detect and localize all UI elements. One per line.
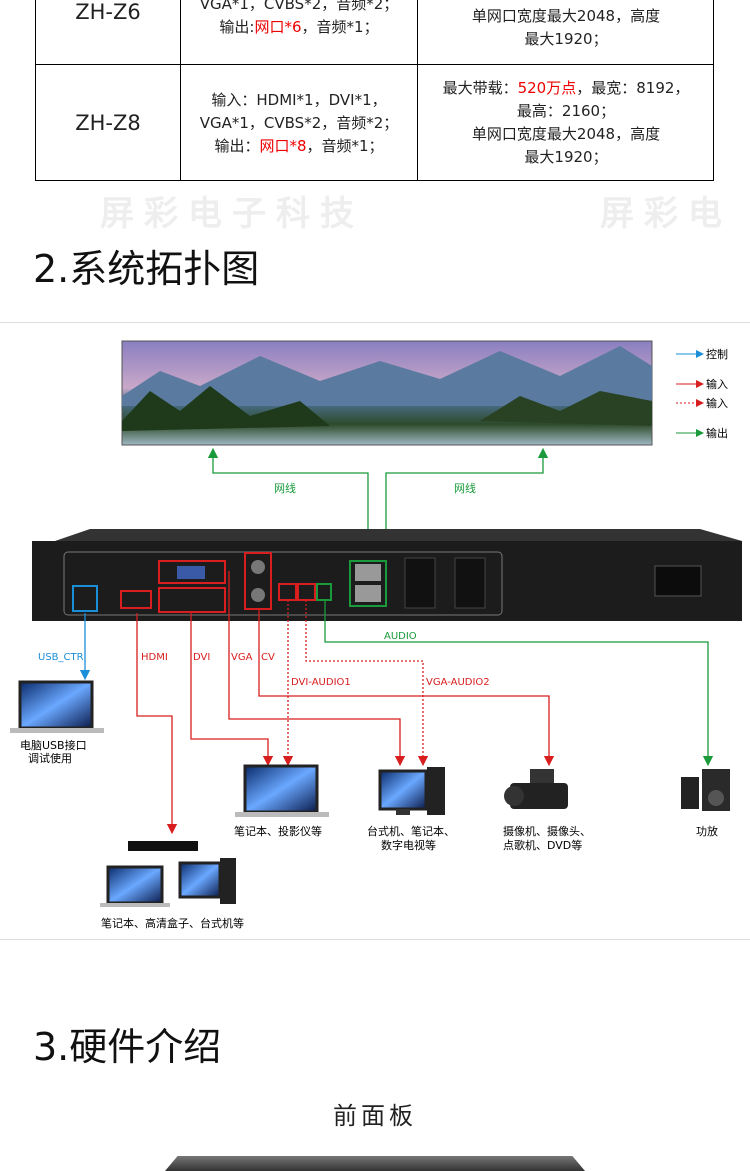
io-output-line: 输出:网口*6，音频*1；	[219, 18, 379, 36]
spec-cell: 单网口宽度最大2048，高度 最大1920；	[418, 5, 714, 61]
net-cables	[207, 447, 549, 561]
speaker-icon	[681, 769, 730, 811]
section-title: 2.系统拓扑图	[33, 247, 260, 291]
svg-text:AUDIO: AUDIO	[384, 631, 417, 642]
topology-diagram: 控制 输入 输入 输出 网线 网线	[0, 322, 750, 940]
io-output-line: 输出：网口*8，音频*1；	[214, 136, 384, 155]
spec-line: 最大1920；	[524, 30, 608, 48]
svg-text:笔记本、投影仪等: 笔记本、投影仪等	[234, 824, 322, 838]
camera-icon	[504, 769, 568, 809]
svg-text:功放: 功放	[696, 824, 718, 838]
svg-text:点歌机、DVD等: 点歌机、DVD等	[503, 838, 582, 852]
io-cell: VGA*1，CVBS*2，音频*2； 输出:网口*6，音频*1；	[181, 0, 417, 63]
front-panel-image	[165, 1156, 585, 1171]
spec-line: 最大1920；	[524, 148, 608, 166]
io-cell: 输入：HDMI*1，DVI*1， VGA*1，CVBS*2，音频*2； 输出：网…	[181, 65, 417, 181]
svg-text:VGA-AUDIO2: VGA-AUDIO2	[426, 677, 490, 688]
io-line: VGA*1，CVBS*2，音频*2；	[199, 113, 399, 132]
svg-text:DVI: DVI	[193, 652, 210, 663]
spec-line: 最高：2160；	[516, 102, 616, 120]
model-cell: ZH-Z8	[75, 110, 141, 135]
svg-text:网线: 网线	[274, 481, 296, 495]
legend: 控制 输入 输入 输出	[676, 347, 728, 440]
svg-text:DVI-AUDIO1: DVI-AUDIO1	[291, 677, 351, 688]
svg-text:输出: 输出	[706, 426, 728, 440]
laptop-usb-icon	[10, 680, 104, 733]
controller-device	[32, 529, 742, 621]
svg-text:笔记本、高清盒子、台式机等: 笔记本、高清盒子、台式机等	[101, 916, 244, 930]
svg-text:电脑USB接口: 电脑USB接口	[20, 739, 87, 752]
svg-text:调试使用: 调试使用	[28, 752, 72, 765]
svg-text:HDMI: HDMI	[141, 652, 168, 663]
led-screen-image	[121, 340, 653, 446]
svg-text:输入: 输入	[706, 377, 728, 391]
svg-text:摄像机、摄像头、: 摄像机、摄像头、	[503, 824, 591, 838]
svg-text:VGA: VGA	[231, 652, 253, 663]
io-line: 输入：HDMI*1，DVI*1，	[211, 90, 387, 109]
svg-text:USB_CTR: USB_CTR	[38, 652, 84, 663]
front-panel-caption: 前面板	[333, 1102, 417, 1130]
section-title: 3.硬件介绍	[33, 1025, 222, 1069]
spec-line: 单网口宽度最大2048，高度	[471, 7, 661, 25]
model-cell: ZH-Z6	[75, 0, 141, 24]
spec-cell: 最大带载：520万点，最宽：8192， 最高：2160； 单网口宽度最大2048…	[418, 65, 714, 181]
laptop-icon	[235, 764, 329, 817]
watermark: 屏彩电子科技	[100, 194, 364, 234]
svg-text:台式机、笔记本、: 台式机、笔记本、	[367, 824, 455, 838]
spec-line: 最大带载：520万点，最宽：8192，	[442, 79, 690, 97]
svg-text:数字电视等: 数字电视等	[381, 838, 436, 852]
desktop-pc-icon	[378, 767, 445, 815]
io-line: VGA*1，CVBS*2，音频*2；	[199, 0, 399, 13]
svg-text:输入: 输入	[706, 396, 728, 410]
source-devices-icon	[100, 841, 236, 907]
svg-text:网线: 网线	[454, 481, 476, 495]
svg-text:CV: CV	[261, 652, 275, 663]
spec-line: 单网口宽度最大2048，高度	[471, 125, 661, 143]
spec-table: ZH-Z6 VGA*1，CVBS*2，音频*2； 输出:网口*6，音频*1； 单…	[35, 0, 714, 181]
svg-text:控制: 控制	[706, 347, 728, 361]
watermark: 屏彩电	[600, 194, 732, 234]
